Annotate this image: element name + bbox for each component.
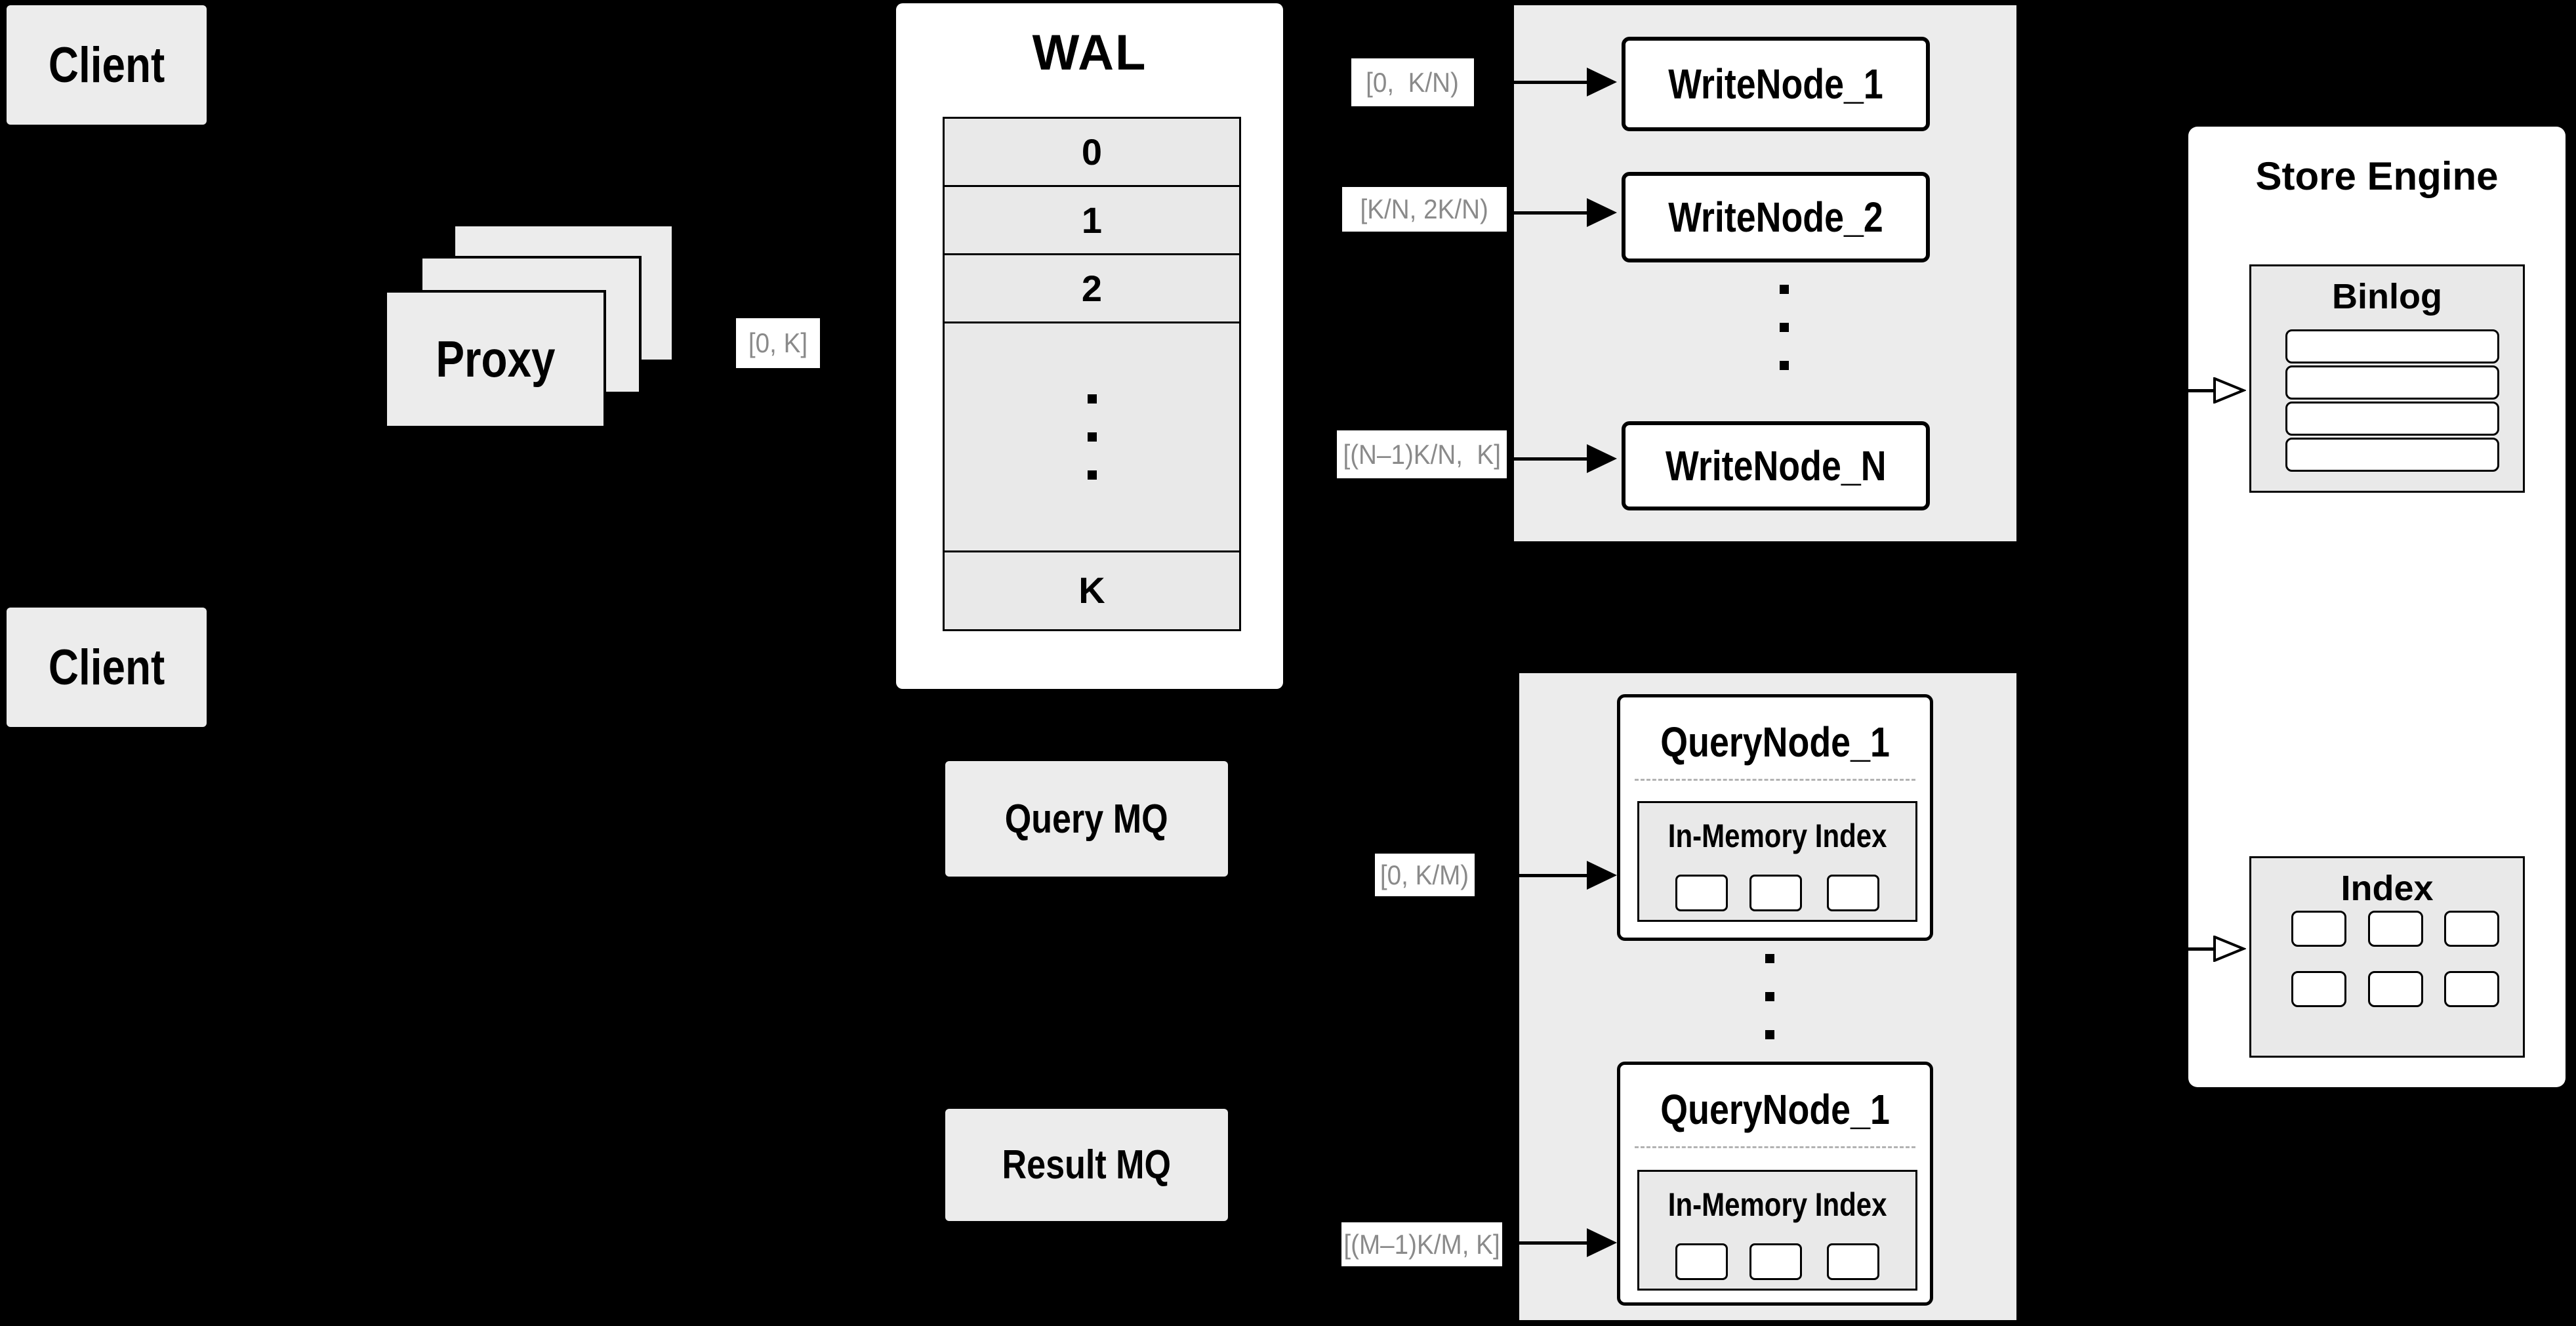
query-range-1-label: [0, K/M) — [1375, 854, 1475, 896]
query-range-2-label: [(M–1)K/M, K] — [1341, 1222, 1502, 1266]
arrow-right-icon — [1587, 1228, 1617, 1257]
write-node-2-box: WriteNode_2 — [1622, 172, 1930, 262]
in-memory-index-label: In-Memory Index — [1667, 1186, 1887, 1223]
write-range-n-label: [(N–1)K/N, K] — [1337, 430, 1507, 478]
arrow-line — [1507, 211, 1587, 215]
result-mq-box: Result MQ — [945, 1109, 1228, 1221]
vertical-ellipsis-icon — [1087, 394, 1097, 480]
binlog-row — [2285, 329, 2499, 363]
index-cell — [2291, 971, 2346, 1007]
open-arrow-right-icon — [2213, 936, 2246, 962]
segment-cell — [1675, 875, 1728, 911]
write-range-1-label: [0, K/N) — [1351, 58, 1474, 106]
query-node-1-title-wrap: QueryNode_1 — [1620, 716, 1930, 768]
arrow-right-icon — [1587, 444, 1617, 473]
query-mq-label: Query MQ — [1005, 796, 1168, 842]
write-node-1-box: WriteNode_1 — [1622, 37, 1930, 131]
wal-slot-table: 0 1 2 K — [943, 117, 1241, 631]
segment-cell — [1675, 1243, 1728, 1280]
index-cell — [2291, 911, 2346, 947]
dashed-divider — [1635, 1146, 1915, 1148]
arrow-line — [2188, 947, 2215, 951]
index-cell — [2444, 971, 2499, 1007]
in-memory-index-box: In-Memory Index — [1637, 801, 1917, 922]
arrow-line — [1475, 81, 1587, 84]
index-title: Index — [2341, 869, 2434, 908]
index-cell — [2368, 971, 2423, 1007]
query-node-1-title: QueryNode_1 — [1660, 718, 1890, 766]
binlog-row — [2285, 402, 2499, 436]
store-engine-title-wrap: Store Engine — [2188, 146, 2566, 205]
segment-cell — [1827, 875, 1879, 911]
vertical-ellipsis-icon — [1765, 954, 1774, 1039]
arrow-line — [1507, 457, 1587, 461]
query-node-2-box: QueryNode_1 In-Memory Index — [1617, 1062, 1933, 1306]
store-engine-title: Store Engine — [2255, 154, 2499, 198]
wal-title-wrap: WAL — [896, 23, 1283, 82]
query-node-1-box: QueryNode_1 In-Memory Index — [1617, 694, 1933, 941]
segment-cell — [1827, 1243, 1879, 1280]
client-bottom-label: Client — [48, 639, 165, 695]
arrow-line — [1475, 874, 1588, 877]
index-cell — [2444, 911, 2499, 947]
wal-slot-2: 2 — [945, 255, 1239, 323]
in-memory-index-label: In-Memory Index — [1667, 818, 1887, 854]
client-top-label: Client — [48, 37, 165, 93]
write-node-n-box: WriteNode_N — [1622, 421, 1930, 510]
client-bottom-box: Client — [7, 608, 207, 727]
query-mq-box: Query MQ — [945, 761, 1228, 877]
query-node-group: QueryNode_1 In-Memory Index QueryNode_1 — [1519, 673, 2016, 1320]
arrow-line — [1508, 1241, 1588, 1245]
proxy-label: Proxy — [435, 330, 556, 388]
result-mq-label: Result MQ — [1002, 1142, 1172, 1188]
in-memory-index-box: In-Memory Index — [1637, 1170, 1917, 1291]
arrow-right-icon — [1587, 68, 1617, 96]
vertical-ellipsis-icon — [1780, 285, 1789, 370]
write-node-2-label: WriteNode_2 — [1668, 194, 1883, 241]
index-box: Index — [2249, 856, 2525, 1058]
write-node-1-label: WriteNode_1 — [1668, 60, 1883, 108]
binlog-box: Binlog — [2249, 264, 2525, 493]
arrow-line — [2188, 389, 2215, 392]
store-engine-panel: Store Engine Binlog Index — [2188, 127, 2566, 1087]
segment-cell — [1749, 875, 1802, 911]
binlog-title: Binlog — [2332, 277, 2442, 316]
wal-slot-ellipsis — [945, 323, 1239, 552]
open-arrow-right-icon — [2213, 377, 2246, 404]
wal-slot-k: K — [945, 552, 1239, 627]
wal-panel: WAL 0 1 2 K — [896, 3, 1283, 689]
query-node-2-title-wrap: QueryNode_1 — [1620, 1083, 1930, 1136]
wal-slot-0: 0 — [945, 119, 1239, 187]
arrow-right-icon — [1587, 198, 1617, 227]
write-node-n-label: WriteNode_N — [1665, 442, 1887, 489]
proxy-box: Proxy — [384, 290, 606, 428]
client-top-box: Client — [7, 5, 207, 125]
wal-title: WAL — [1032, 24, 1147, 81]
arrow-right-icon — [1587, 861, 1617, 890]
binlog-row — [2285, 438, 2499, 472]
query-node-2-title: QueryNode_1 — [1660, 1086, 1890, 1133]
write-range-2-label: [K/N, 2K/N) — [1342, 187, 1507, 232]
index-cell — [2368, 911, 2423, 947]
dashed-divider — [1635, 779, 1915, 781]
binlog-row — [2285, 365, 2499, 400]
proxy-range-label: [0, K] — [736, 318, 820, 368]
wal-slot-1: 1 — [945, 187, 1239, 255]
segment-cell — [1749, 1243, 1802, 1280]
